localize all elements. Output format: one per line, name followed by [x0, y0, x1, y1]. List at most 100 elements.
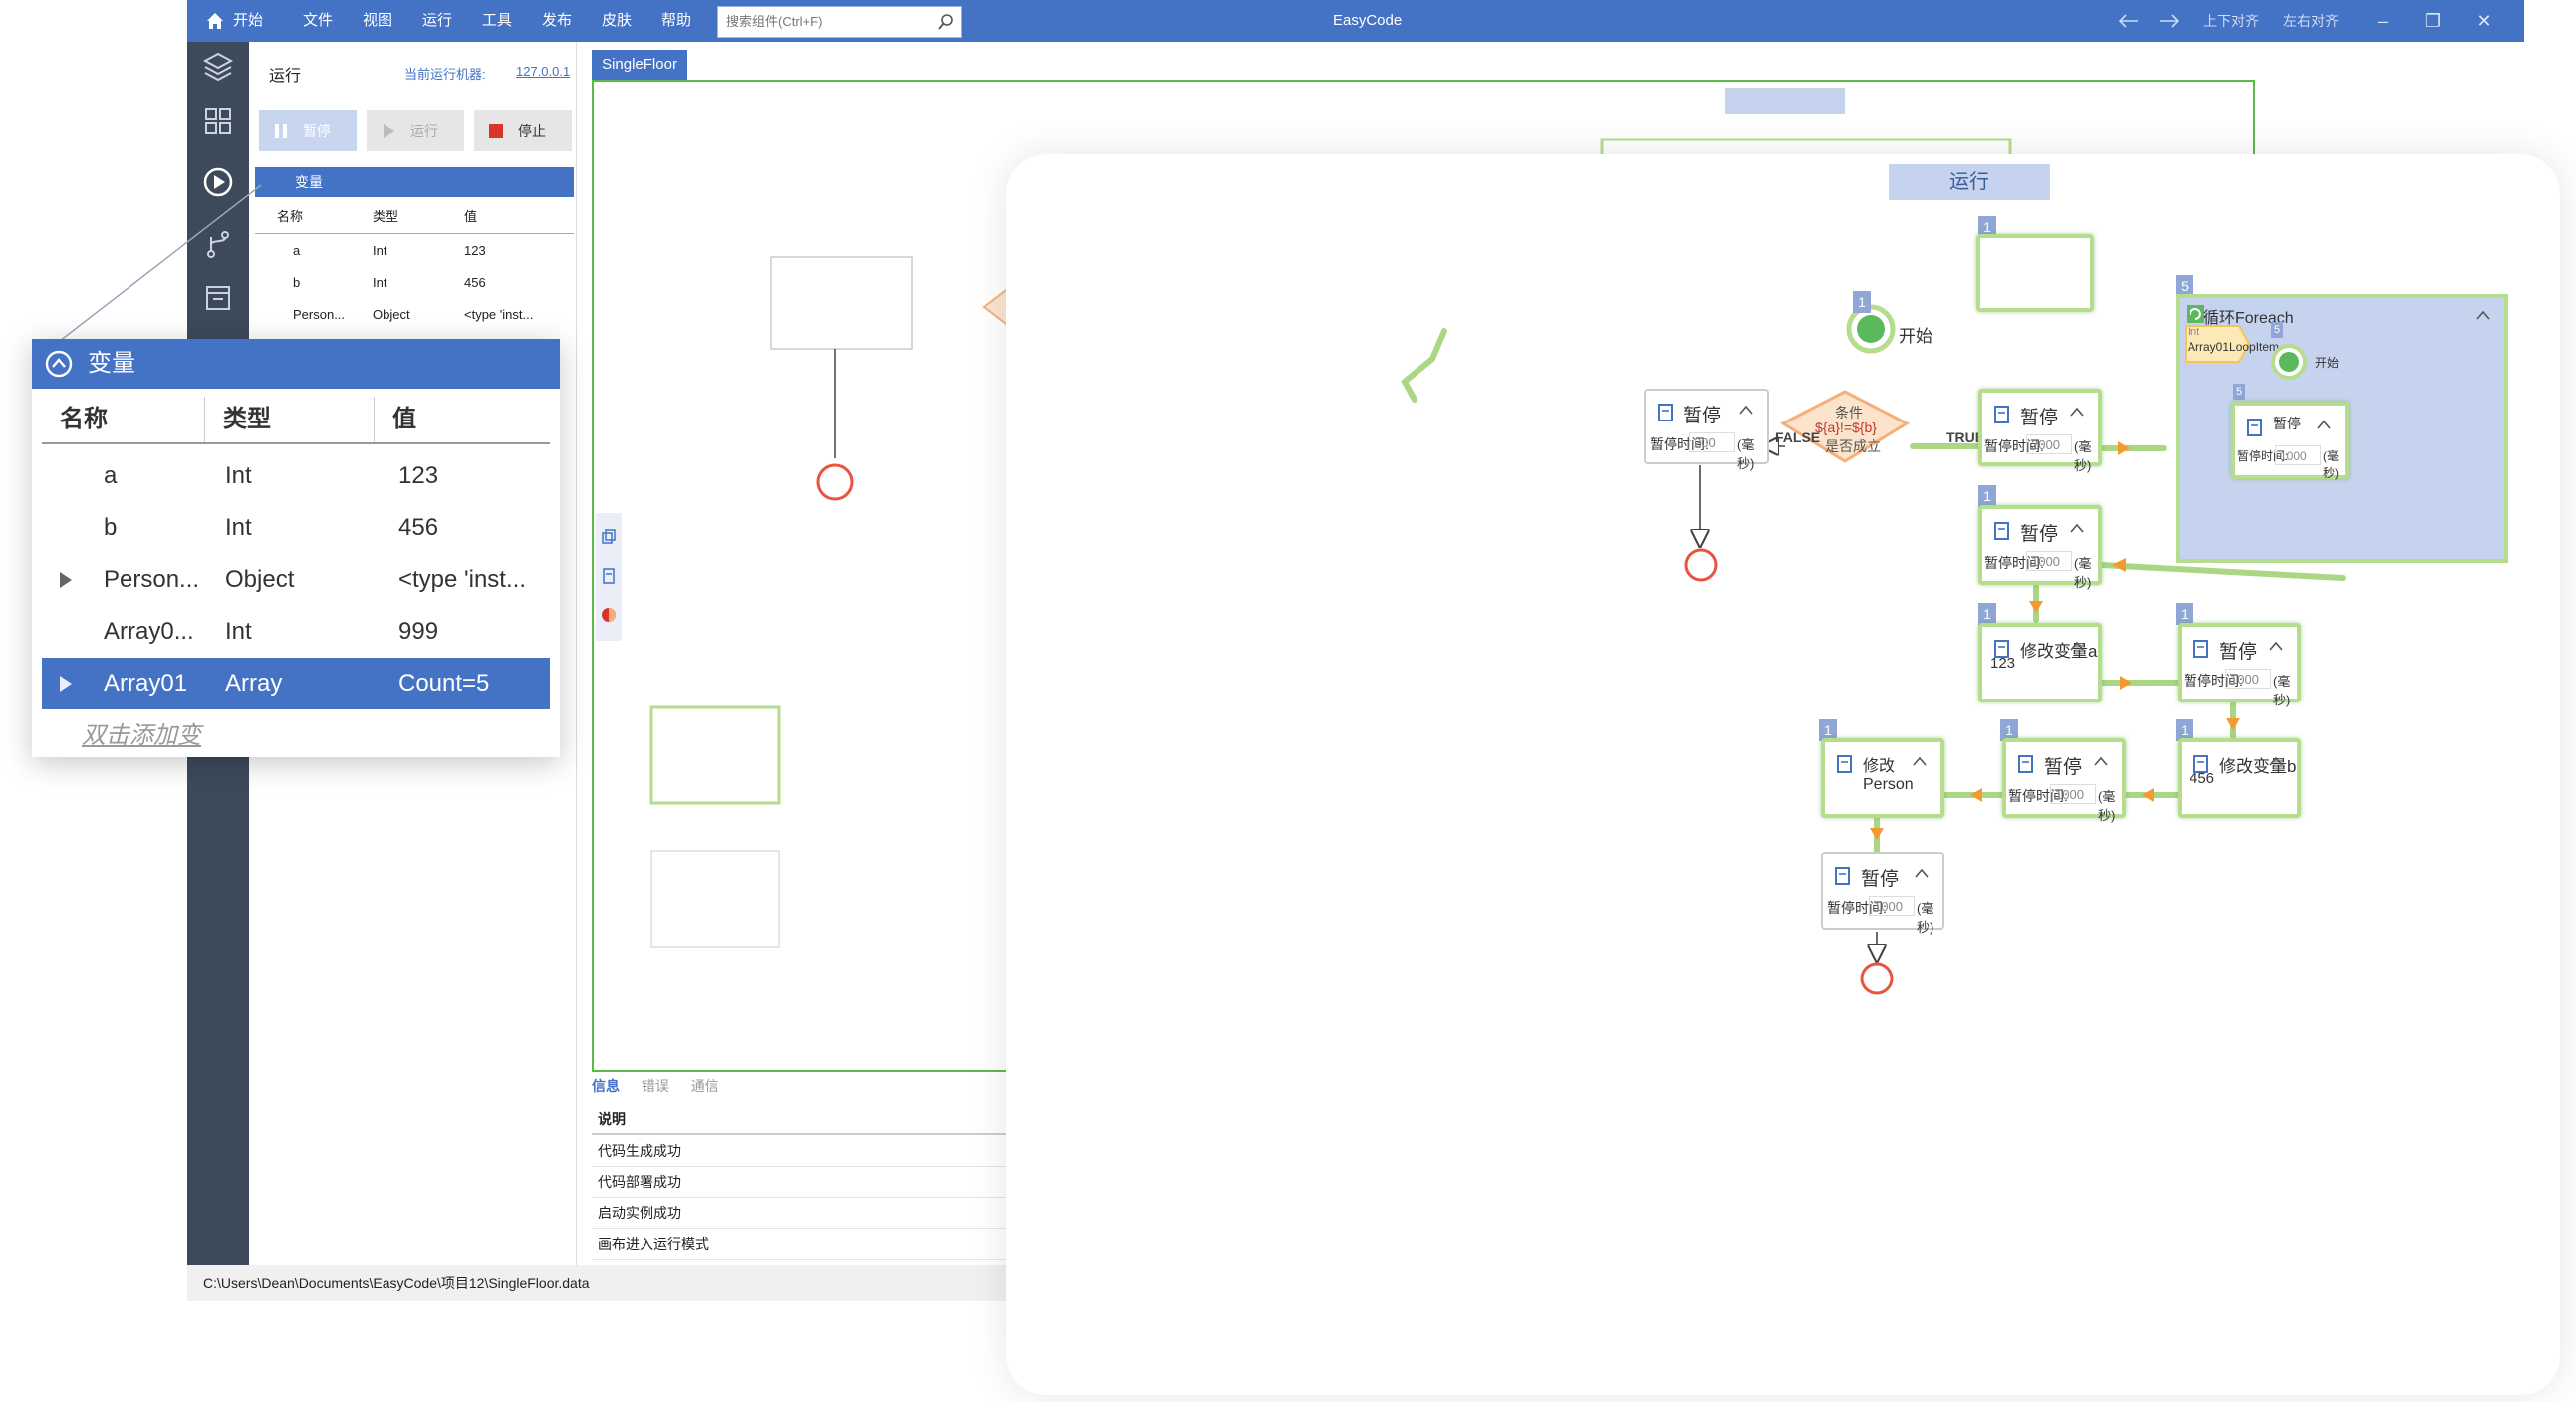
- variables-popup-header[interactable]: 变量: [32, 339, 560, 389]
- menu-file[interactable]: 文件: [303, 12, 334, 29]
- node-badge: 5: [2176, 275, 2193, 297]
- play-circle-icon[interactable]: [201, 165, 235, 199]
- chevron-up-icon[interactable]: [2267, 754, 2285, 768]
- menu-publish[interactable]: 发布: [542, 12, 573, 29]
- pause-node-2000-main[interactable]: 暂停 暂停时间: 2000 (毫秒): [1978, 389, 2102, 473]
- grid-icon[interactable]: [201, 104, 235, 138]
- column-type[interactable]: 类型: [205, 397, 375, 442]
- expand-arrow-icon[interactable]: [60, 676, 72, 692]
- chevron-up-icon[interactable]: [2068, 639, 2086, 653]
- menu-skin[interactable]: 皮肤: [602, 12, 633, 29]
- run-mode-label: 运行: [1889, 164, 2050, 200]
- column-name[interactable]: 名称: [42, 397, 205, 442]
- node-badge: 5: [2271, 322, 2283, 338]
- chevron-up-icon[interactable]: [2092, 754, 2110, 768]
- table-row[interactable]: Person... Object <type 'inst...: [42, 554, 550, 606]
- pause-node-200[interactable]: 暂停 暂停时间: 200 (毫秒): [1644, 389, 1769, 471]
- loop-item-type: Int: [2188, 326, 2200, 338]
- node-badge: 1: [1978, 216, 1996, 238]
- search-input[interactable]: [718, 7, 933, 35]
- table-row[interactable]: a Int 123: [293, 243, 486, 258]
- menu-run[interactable]: 运行: [422, 12, 453, 29]
- menu-tools[interactable]: 工具: [482, 12, 513, 29]
- machine-label: 当前运行机器:: [404, 67, 486, 82]
- pause-node-2000[interactable]: [1976, 234, 2094, 312]
- loop-item-tag[interactable]: [2184, 324, 2251, 364]
- false-label: FALSE: [1775, 429, 1821, 445]
- pause-node-1000-a[interactable]: 暂停 暂停时间: 1000 (毫秒): [1978, 505, 2102, 590]
- document-icon: [1994, 522, 2009, 540]
- table-row[interactable]: b Int 456: [104, 514, 439, 541]
- chevron-up-icon[interactable]: [2315, 418, 2333, 431]
- table-row[interactable]: b Int 456: [293, 275, 486, 290]
- tab-errors[interactable]: 错误: [641, 1078, 669, 1094]
- expand-arrow-icon[interactable]: [60, 572, 72, 588]
- foreach-start-circle: [2271, 344, 2307, 380]
- copy-icon[interactable]: [601, 529, 617, 545]
- menu-start[interactable]: 开始: [233, 12, 264, 29]
- modify-b-node[interactable]: 修改变量b 456: [2178, 738, 2301, 818]
- minimize-icon[interactable]: –: [2377, 11, 2388, 31]
- column-value[interactable]: 值: [392, 406, 416, 432]
- node-badge: 1: [1819, 719, 1837, 741]
- redo-icon[interactable]: [2158, 12, 2180, 30]
- chevron-up-icon[interactable]: [2068, 521, 2086, 535]
- component-search[interactable]: [717, 6, 962, 38]
- machine-ip-link[interactable]: 127.0.0.1: [516, 64, 571, 79]
- table-row[interactable]: Array0... Int 999: [104, 618, 439, 645]
- add-variable-link[interactable]: 双击添加变: [82, 722, 201, 749]
- variables-popup: 变量 名称 类型 值 a Int 123 b Int 456 Person...…: [32, 339, 560, 757]
- flow-zoom-view[interactable]: 运行: [1006, 154, 2560, 1395]
- modify-a-node[interactable]: 修改变量a 123: [1978, 623, 2102, 702]
- canvas-side-tools: [596, 513, 622, 641]
- table-row[interactable]: a Int 123: [104, 462, 439, 489]
- chevron-up-icon[interactable]: [1911, 754, 1929, 768]
- tab-info[interactable]: 信息: [592, 1078, 620, 1094]
- condition-title: 条件: [1835, 405, 1863, 421]
- modify-person-node[interactable]: 修改Person: [1821, 738, 1944, 818]
- foreach-container[interactable]: 循环Foreach Int Array01LoopItem 5 开始 5 暂停 …: [2176, 294, 2508, 563]
- document-icon: [1994, 406, 2009, 423]
- node-badge: 5: [2233, 384, 2245, 400]
- loop-item-name: Array01LoopItem: [2188, 340, 2280, 354]
- document-icon: [2247, 419, 2262, 436]
- table-row-selected[interactable]: Array01 Array Count=5: [42, 658, 550, 709]
- node-badge: 1: [1853, 291, 1871, 313]
- pause-node-1000-c[interactable]: 暂停 暂停时间: 1000 (毫秒): [2002, 738, 2126, 823]
- table-row[interactable]: Person... Object <type 'inst...: [293, 307, 534, 322]
- chevron-up-icon[interactable]: [2267, 639, 2285, 653]
- stop-button[interactable]: 停止: [474, 110, 572, 151]
- chevron-up-icon[interactable]: [2474, 308, 2492, 322]
- run-button[interactable]: 运行: [367, 110, 464, 151]
- align-horizontal-button[interactable]: 左右对齐: [2283, 13, 2339, 29]
- node-badge: 1: [1978, 603, 1996, 625]
- undo-icon[interactable]: [2118, 12, 2140, 30]
- chevron-up-icon[interactable]: [44, 349, 74, 379]
- layers-icon[interactable]: [201, 50, 235, 84]
- menu-view[interactable]: 视图: [363, 12, 393, 29]
- true-label: TRUE: [1946, 429, 1985, 445]
- breakpoint-icon[interactable]: [601, 607, 617, 623]
- variables-header[interactable]: 变量: [255, 167, 574, 197]
- tab-comm[interactable]: 通信: [690, 1078, 719, 1094]
- pause-node-1000-b[interactable]: 暂停 暂停时间: 1000 (毫秒): [2178, 623, 2301, 707]
- branch-icon[interactable]: [201, 227, 235, 261]
- chevron-up-icon[interactable]: [1737, 403, 1755, 417]
- app-title: EasyCode: [1333, 12, 1403, 29]
- maximize-icon[interactable]: ❐: [2424, 11, 2442, 31]
- pause-button[interactable]: 暂停: [259, 110, 357, 151]
- document-icon: [2018, 755, 2033, 773]
- pause-node-1000-d[interactable]: 暂停 暂停时间: 1000 (毫秒): [1821, 852, 1944, 935]
- tab-singlefloor[interactable]: SingleFloor: [592, 50, 687, 80]
- chevron-up-icon[interactable]: [2068, 405, 2086, 419]
- menu-help[interactable]: 帮助: [661, 12, 692, 29]
- document-icon: [1994, 640, 2009, 658]
- package-icon[interactable]: [201, 281, 235, 315]
- foreach-pause-node[interactable]: 暂停 暂停时间: 1000 (毫秒): [2231, 402, 2349, 480]
- align-vertical-button[interactable]: 上下对齐: [2203, 13, 2259, 29]
- chevron-up-icon[interactable]: [1913, 866, 1931, 880]
- close-icon[interactable]: ✕: [2476, 11, 2492, 31]
- variable-icon[interactable]: [601, 567, 617, 585]
- home-icon[interactable]: [205, 11, 225, 31]
- search-icon[interactable]: [937, 13, 955, 31]
